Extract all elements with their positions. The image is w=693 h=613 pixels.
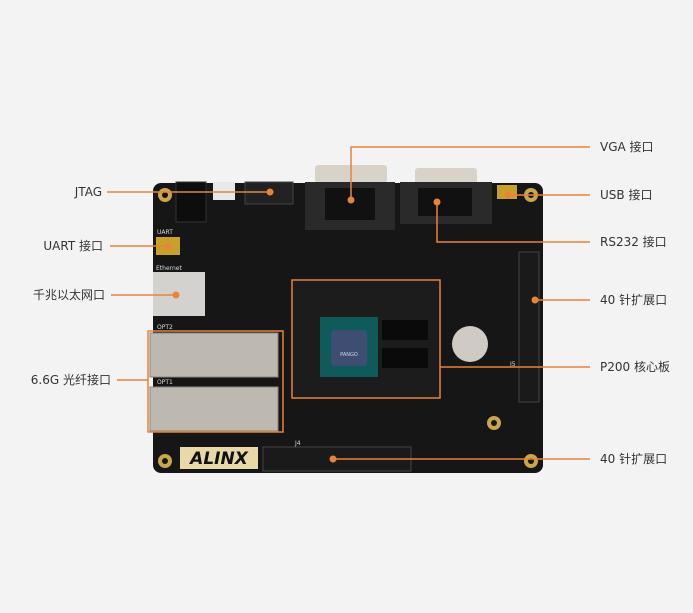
callout-uart: UART 接口 — [43, 239, 103, 253]
callout-lines — [107, 146, 590, 460]
callout-core-board: P200 核心板 — [600, 360, 670, 374]
battery-holder — [452, 326, 488, 362]
silk-j5: J5 — [509, 361, 516, 368]
sfp-cages — [149, 332, 279, 432]
power-jack — [175, 181, 207, 223]
callout-dots — [164, 188, 539, 463]
rs232-connector — [400, 168, 492, 224]
expansion-header-right — [518, 251, 540, 403]
callout-expansion-right: 40 针扩展口 — [600, 293, 668, 307]
callout-vga: VGA 接口 — [600, 140, 654, 154]
callout-usb: USB 接口 — [600, 188, 653, 202]
callout-ethernet: 千兆以太网口 — [32, 288, 105, 302]
power-switch — [213, 182, 235, 200]
callout-jtag: JTAG — [74, 185, 102, 199]
silk-uart: UART — [157, 229, 173, 236]
callout-fiber: 6.6G 光纤接口 — [30, 373, 111, 387]
silk-opt2: OPT2 — [157, 324, 173, 331]
callout-expansion-bottom: 40 针扩展口 — [600, 452, 668, 466]
silk-ethernet: Ethernet — [156, 265, 182, 272]
silk-j4: J4 — [294, 440, 301, 447]
alinx-logo — [180, 447, 258, 469]
alinx-logo-text: ALINX — [188, 449, 249, 469]
callout-rs232: RS232 接口 — [600, 235, 667, 249]
silk-opt1: OPT1 — [157, 379, 173, 386]
fpga-chip-marking: PANGO — [340, 352, 358, 358]
core-board — [293, 281, 439, 397]
